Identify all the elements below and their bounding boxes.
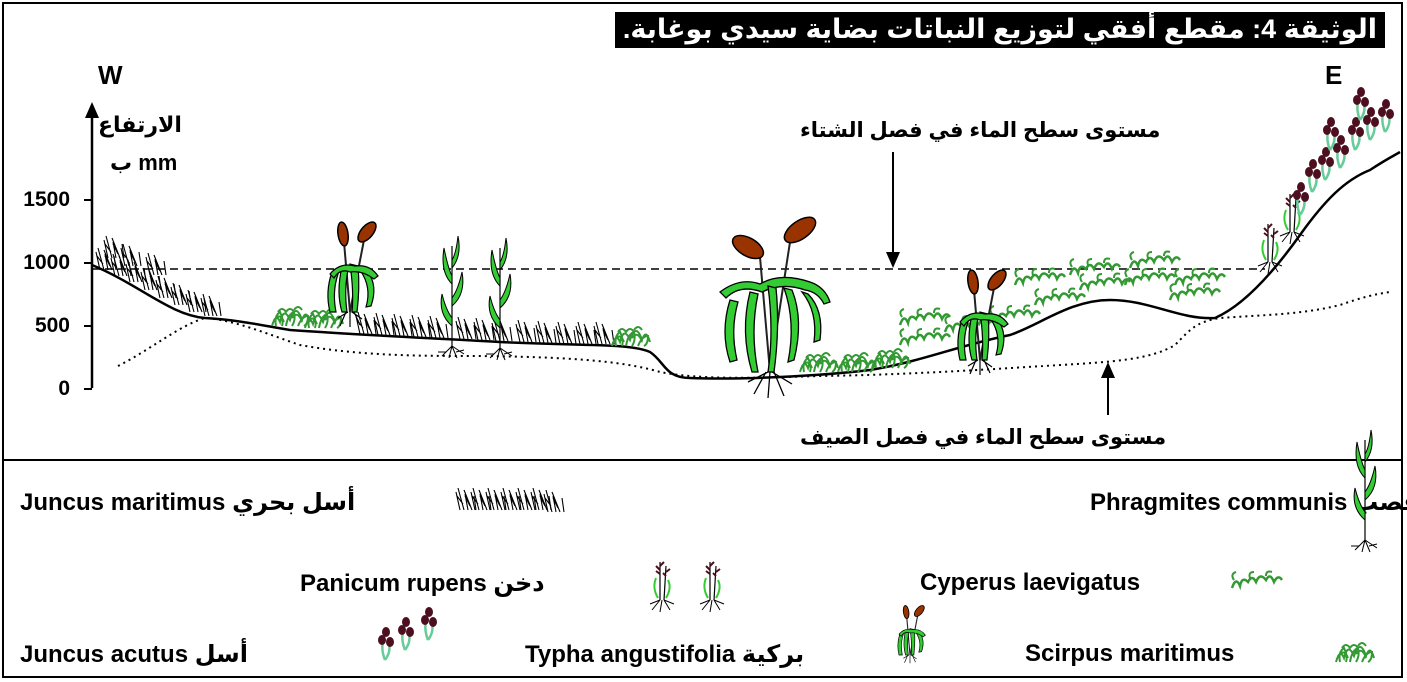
legend-arabic: أسل <box>194 641 248 668</box>
legend-cyperus: Cyperus laevigatus <box>920 569 1140 597</box>
cyperus-icon <box>1230 570 1284 590</box>
y-axis-arrow <box>85 102 99 118</box>
cyperus-strands <box>898 250 1227 347</box>
juncus-maritimus-field-west <box>95 235 222 317</box>
legend-phragmites: Phragmites communis قصب <box>1090 488 1407 517</box>
tick-1000: 1000 <box>23 251 70 274</box>
legend-arabic: دخن <box>493 570 545 597</box>
legend-latin: Typha angustifolia <box>525 641 736 668</box>
summer-water-level-label: مستوى سطح الماء في فصل الصيف <box>800 426 1167 449</box>
legend-divider <box>2 459 1403 461</box>
tick-1500: 1500 <box>23 188 70 211</box>
legend-juncus-acutus: Juncus acutus أسل <box>20 640 248 669</box>
tick-0: 0 <box>58 377 70 400</box>
scirpus-icon <box>1335 642 1375 663</box>
legend-juncus-maritimus: Juncus maritimus أسل بحري <box>20 488 355 517</box>
west-label: W <box>98 60 123 90</box>
juncus-maritimus-icon <box>455 487 565 513</box>
y-axis-unit: ب mm <box>110 150 178 175</box>
y-axis-label: الارتفاع <box>98 112 182 137</box>
east-label: E <box>1325 60 1343 90</box>
legend-arabic: بركية <box>741 641 805 668</box>
phragmites-icon <box>1350 429 1378 553</box>
legend-scirpus: Scirpus maritimus <box>1025 640 1234 668</box>
legend-latin: Juncus acutus <box>20 641 189 668</box>
legend-typha: Typha angustifolia بركية <box>525 640 804 669</box>
juncus-maritimus-field-center <box>355 311 615 345</box>
legend-latin: Panicum rupens <box>300 570 487 597</box>
legend-latin: Cyperus laevigatus <box>920 569 1141 596</box>
legend-latin: Phragmites communis <box>1090 489 1348 516</box>
juncus-acutus-plants <box>1291 85 1396 217</box>
legend-latin: Scirpus maritimus <box>1025 640 1235 667</box>
typha-icon <box>897 603 927 664</box>
juncus-acutus-icon <box>376 605 439 662</box>
ground-profile-line <box>91 150 1401 380</box>
tick-500: 500 <box>34 314 70 337</box>
winter-water-level-label: مستوى سطح الماء في فصل الشتاء <box>800 119 1161 142</box>
figure-title: الوثيقة 4: مقطع أفقي لتوزيع النباتات بضا… <box>614 12 1385 48</box>
legend-panicum: Panicum rupens دخن <box>300 569 545 598</box>
summer-water-level-line <box>117 291 1391 379</box>
legend-arabic: أسل بحري <box>232 489 356 516</box>
panicum-icon <box>649 561 725 613</box>
legend-latin: Juncus maritimus <box>20 489 226 516</box>
